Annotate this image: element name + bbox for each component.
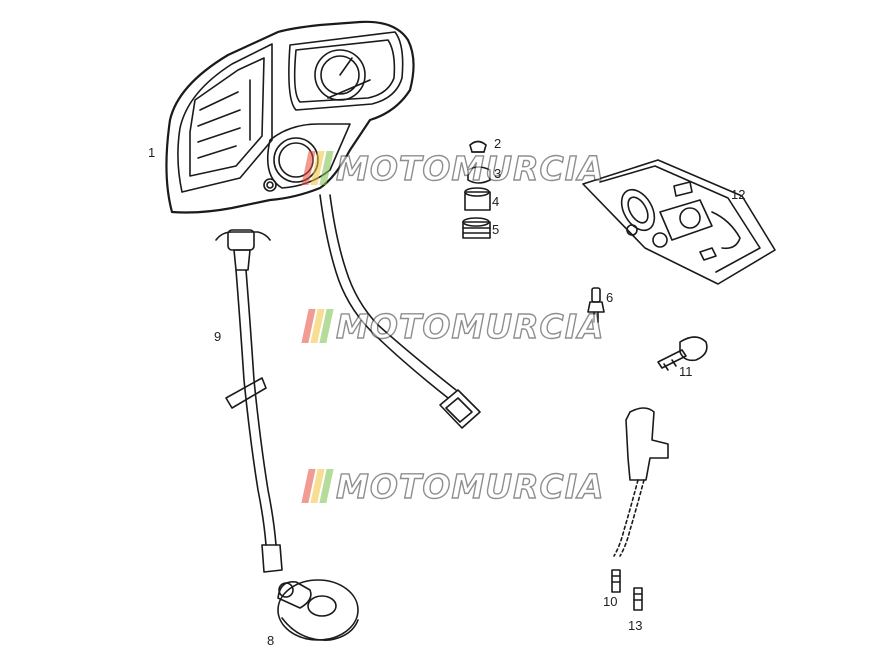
- watermark-flag-icon: [301, 469, 334, 503]
- watermark: MOTOMURCIA: [301, 148, 604, 188]
- watermark: MOTOMURCIA: [301, 466, 604, 506]
- part-label-12: 12: [731, 187, 746, 202]
- part-label-6: 6: [606, 290, 614, 305]
- part-label-3: 3: [494, 166, 502, 181]
- watermark-text: MOTOMURCIA: [335, 466, 605, 506]
- watermark-text: MOTOMURCIA: [335, 148, 605, 188]
- part-label-2: 2: [494, 136, 502, 151]
- sender-switch: [587, 287, 605, 323]
- watermark-text: MOTOMURCIA: [335, 306, 605, 346]
- speedometer-cable: [215, 229, 283, 573]
- watermark-flag-icon: [301, 309, 334, 343]
- part-label-8: 8: [267, 633, 275, 648]
- part-label-11: 11: [679, 364, 693, 379]
- wire-harness: [319, 194, 481, 429]
- part-label-4: 4: [492, 194, 500, 209]
- part-label-5: 5: [492, 222, 500, 237]
- key: [657, 336, 708, 371]
- part-label-10: 10: [603, 594, 618, 609]
- speedometer-drive: [277, 579, 359, 641]
- ignition-switch-kit: [582, 159, 776, 285]
- watermark: MOTOMURCIA: [301, 306, 604, 346]
- part-label-13: 13: [628, 618, 643, 633]
- watermark-flag-icon: [301, 151, 334, 185]
- small-parts-stack: [462, 140, 491, 239]
- part-label-1: 1: [148, 145, 156, 160]
- stop-switch-assembly: [611, 407, 669, 611]
- part-label-9: 9: [214, 329, 222, 344]
